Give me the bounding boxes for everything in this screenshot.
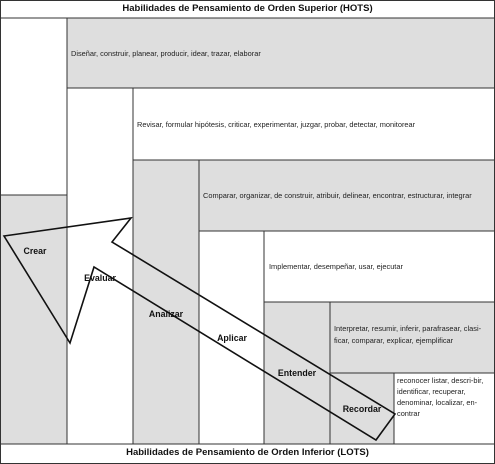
aplicar-description-band [264,231,495,302]
description-crear: Diseñar, construir, planear, producir, i… [71,49,261,58]
recordar-description-band [394,373,495,444]
evaluar-column [67,88,133,444]
crear-description-band [67,18,495,88]
hots-header: Habilidades de Pensamiento de Orden Supe… [122,3,373,14]
description-aplicar: Implementar, desempeñar, usar, ejecutar [269,262,403,271]
description-evaluar: Revisar, formular hipótesis, criticar, e… [137,120,416,129]
level-label-aplicar: Aplicar [217,333,247,343]
level-label-entender: Entender [277,368,317,378]
level-label-recordar: Recordar [342,404,382,414]
level-label-crear: Crear [23,246,47,256]
level-label-analizar: Analizar [148,309,184,319]
lots-header: Habilidades de Pensamiento de Orden Infe… [126,447,369,458]
analizar-column [133,160,199,444]
description-entender: Interpretar, resumir, inferir, parafrase… [334,324,482,345]
evaluar-description-band [133,88,495,160]
level-label-evaluar: Evaluar [84,273,116,283]
description-recordar: reconocer listar, descri-bir, identifica… [397,376,484,418]
analizar-description-band [199,160,495,231]
description-analizar: Comparar, organizar, de construir, atrib… [203,191,472,200]
progression-arrow [2,216,397,442]
entender-column [264,302,330,444]
entender-description-band [330,302,495,373]
